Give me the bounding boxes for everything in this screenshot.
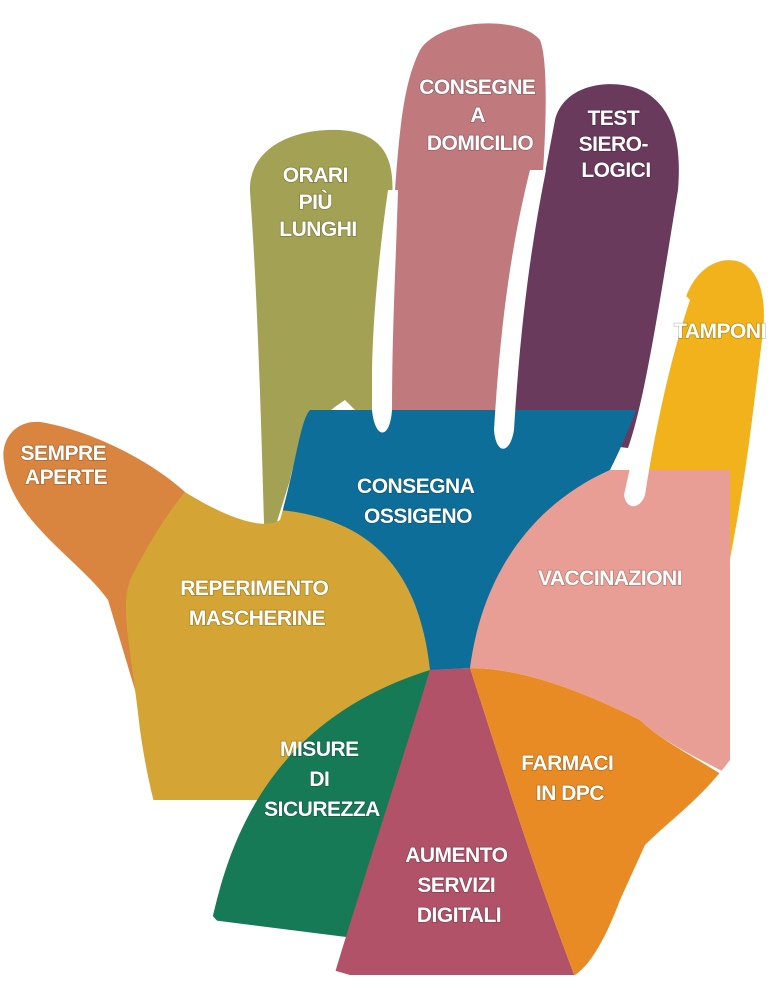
label-index: ORARI PIÙ LUNGHI [279, 164, 357, 241]
digital-region [330, 668, 580, 975]
label-digital: AUMENTO SERVIZI DIGITALI [405, 844, 513, 927]
label-safety: MISURE DI SICUREZZA [264, 738, 380, 821]
labels: SEMPRE APERTE ORARI PIÙ LUNGHI CONSEGNE … [20, 75, 767, 928]
gap-index-middle [372, 190, 398, 433]
label-middle: CONSEGNE A DOMICILIO [419, 76, 541, 155]
label-masks: REPERIMENTO MASCHERINE [180, 577, 333, 630]
vaccines-region [470, 470, 731, 780]
label-pinky: TAMPONI [674, 320, 766, 343]
label-center: CONSEGNA OSSIGENO [357, 475, 479, 528]
label-thumb: SEMPRE APERTE [20, 442, 111, 489]
ring-finger-shape [510, 84, 679, 449]
label-dpc: FARMACI IN DPC [521, 752, 619, 805]
label-ring: TEST SIERO- LOGICI [579, 107, 654, 182]
gap-middle-ring [494, 170, 546, 449]
gap-ring-pinky [624, 290, 690, 507]
label-vaccines: VACCINAZIONI [538, 567, 682, 590]
center-region [262, 410, 640, 670]
index-finger-shape [249, 129, 393, 561]
